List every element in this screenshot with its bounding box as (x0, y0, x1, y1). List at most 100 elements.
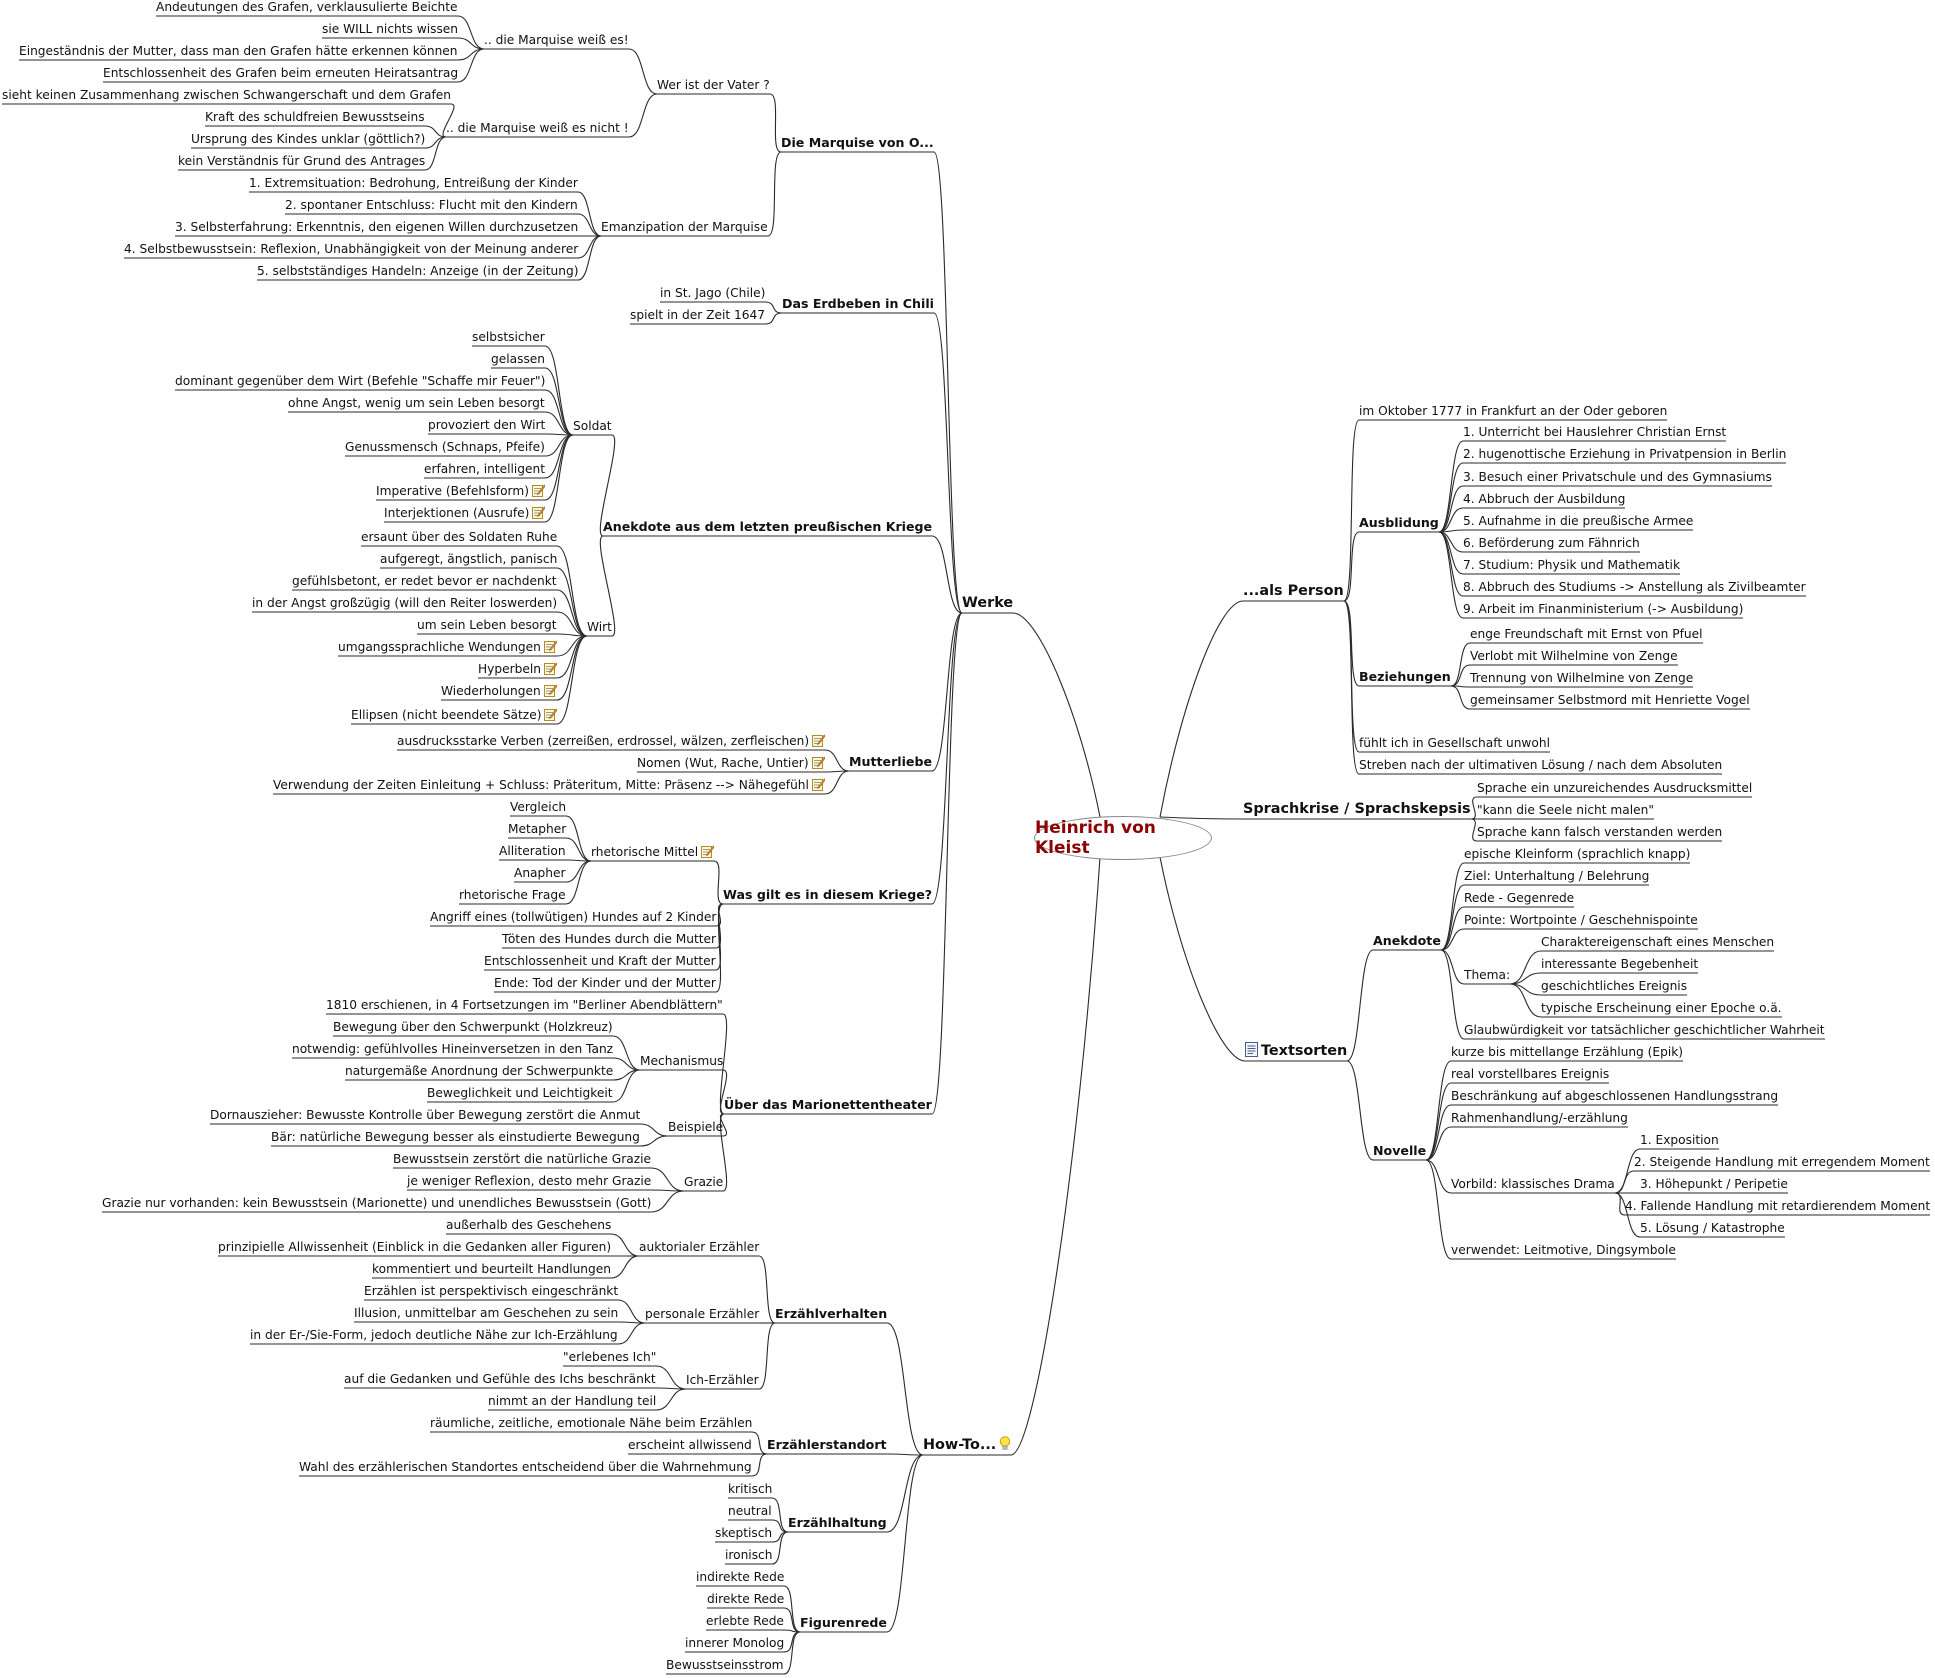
topic-wi9[interactable]: Ellipsen (nicht beendete Sätze) (351, 707, 558, 723)
topic-h1[interactable]: kritisch (728, 1481, 772, 1497)
topic-k1[interactable]: Angriff eines (tollwütigen) Hundes auf 2… (430, 909, 716, 925)
topic-howto[interactable]: How-To... (923, 1436, 1011, 1454)
topic-pers2[interactable]: ...als Person (1243, 582, 1344, 600)
topic-f1[interactable]: indirekte Rede (696, 1569, 784, 1585)
topic-no4[interactable]: Rahmenhandlung/-erzählung (1451, 1110, 1628, 1126)
topic-n1[interactable]: sieht keinen Zusammenhang zwischen Schwa… (2, 87, 451, 103)
topic-s1[interactable]: selbstsicher (472, 329, 545, 345)
topic-me2[interactable]: notwendig: gefühlvolles Hineinversetzen … (292, 1041, 613, 1057)
topic-no3[interactable]: Beschränkung auf abgeschlossenen Handlun… (1451, 1088, 1778, 1104)
topic-wi7[interactable]: Hyperbeln (478, 661, 558, 677)
topic-au5[interactable]: 5. Aufnahme in die preußische Armee (1463, 513, 1693, 529)
topic-k3[interactable]: Entschlossenheit und Kraft der Mutter (484, 953, 716, 969)
topic-anek2[interactable]: Anekdote (1373, 933, 1441, 949)
topic-e3[interactable]: 3. Selbsterfahrung: Erkenntnis, den eige… (175, 219, 578, 235)
topic-b1[interactable]: Dornauszieher: Bewusste Kontrolle über B… (210, 1107, 640, 1123)
topic-s6[interactable]: Genussmensch (Schnaps, Pfeife) (345, 439, 545, 455)
topic-w2[interactable]: sie WILL nichts wissen (322, 21, 458, 37)
topic-a3[interactable]: kommentiert und beurteilt Handlungen (372, 1261, 611, 1277)
topic-k4[interactable]: Ende: Tod der Kinder und der Mutter (494, 975, 716, 991)
topic-bz2[interactable]: Verlobt mit Wilhelmine von Zenge (1470, 648, 1678, 664)
topic-an1[interactable]: epische Kleinform (sprachlich knapp) (1464, 846, 1690, 862)
topic-s5[interactable]: provoziert den Wirt (428, 417, 545, 433)
topic-f2[interactable]: direkte Rede (707, 1591, 784, 1607)
topic-wi2[interactable]: aufgeregt, ängstlich, panisch (380, 551, 557, 567)
topic-h4[interactable]: ironisch (725, 1547, 772, 1563)
topic-es3[interactable]: Wahl des erzählerischen Standortes entsc… (299, 1459, 752, 1475)
topic-h3[interactable]: skeptisch (715, 1525, 772, 1541)
topic-emanz[interactable]: Emanzipation der Marquise (601, 219, 768, 235)
topic-wi3[interactable]: gefühlsbetont, er redet bevor er nachden… (292, 573, 557, 589)
topic-sp2[interactable]: "kann die Seele nicht malen" (1477, 802, 1654, 818)
topic-me1[interactable]: Bewegung über den Schwerpunkt (Holzkreuz… (333, 1019, 613, 1035)
topic-mutt[interactable]: Mutterliebe (849, 754, 932, 770)
topic-beis[interactable]: Beispiele (668, 1119, 723, 1135)
topic-wi6[interactable]: umgangssprachliche Wendungen (338, 639, 558, 655)
topic-bz3[interactable]: Trennung von Wilhelmine von Zenge (1470, 670, 1693, 686)
topic-es1[interactable]: räumliche, zeitliche, emotionale Nähe be… (430, 1415, 752, 1431)
topic-bz1[interactable]: enge Freundschaft mit Ernst von Pfuel (1470, 626, 1703, 642)
topic-r3[interactable]: Alliteration (499, 843, 566, 859)
topic-p1[interactable]: Erzählen ist perspektivisch eingeschränk… (364, 1283, 618, 1299)
topic-bez[interactable]: Beziehungen (1359, 669, 1451, 685)
topic-i3[interactable]: nimmt an der Handlung teil (488, 1393, 656, 1409)
topic-i2[interactable]: auf die Gedanken und Gefühle des Ichs be… (344, 1371, 656, 1387)
topic-an3[interactable]: Rede - Gegenrede (1464, 890, 1574, 906)
topic-r5[interactable]: rhetorische Frage (459, 887, 566, 903)
topic-wi8[interactable]: Wiederholungen (441, 683, 558, 699)
topic-mech[interactable]: Mechanismus (640, 1053, 723, 1069)
topic-werke[interactable]: Werke (962, 594, 1013, 612)
topic-r1[interactable]: Vergleich (510, 799, 566, 815)
topic-t3[interactable]: geschichtliches Ereignis (1541, 978, 1687, 994)
topic-e5[interactable]: 5. selbstständiges Handeln: Anzeige (in … (257, 263, 578, 279)
topic-erzs[interactable]: Erzählerstandort (767, 1437, 887, 1453)
topic-weiss[interactable]: .. die Marquise weiß es! (484, 32, 629, 48)
topic-nov[interactable]: Novelle (1373, 1143, 1426, 1159)
topic-wirt[interactable]: Wirt (587, 619, 612, 635)
topic-s7[interactable]: erfahren, intelligent (424, 461, 545, 477)
topic-au7[interactable]: 7. Studium: Physik und Mathematik (1463, 557, 1680, 573)
topic-s2[interactable]: gelassen (491, 351, 545, 367)
topic-no5[interactable]: verwendet: Leitmotive, Dingsymbole (1451, 1242, 1676, 1258)
topic-f4[interactable]: innerer Monolog (685, 1635, 784, 1651)
topic-e2[interactable]: 2. spontaner Entschluss: Flucht mit den … (285, 197, 578, 213)
topic-wi4[interactable]: in der Angst großzügig (will den Reiter … (252, 595, 557, 611)
topic-i1[interactable]: "erlebenes Ich" (563, 1349, 656, 1365)
topic-p2[interactable]: Illusion, unmittelbar am Geschehen zu se… (354, 1305, 618, 1321)
topic-wi5[interactable]: um sein Leben besorgt (417, 617, 557, 633)
topic-v5[interactable]: 5. Lösung / Katastrophe (1640, 1220, 1785, 1236)
topic-e4[interactable]: 4. Selbstbewusstsein: Reflexion, Unabhän… (124, 241, 578, 257)
topic-ap2[interactable]: Streben nach der ultimativen Lösung / na… (1359, 757, 1722, 773)
topic-v2[interactable]: 2. Steigende Handlung mit erregendem Mom… (1634, 1154, 1930, 1170)
topic-n2[interactable]: Kraft des schuldfreien Bewusstseins (205, 109, 425, 125)
topic-s8[interactable]: Imperative (Befehlsform) (376, 483, 546, 499)
topic-mar[interactable]: Über das Marionettentheater (724, 1097, 932, 1113)
topic-s4[interactable]: ohne Angst, wenig um sein Leben besorgt (288, 395, 545, 411)
topic-n3[interactable]: Ursprung des Kindes unklar (göttlich?) (191, 131, 425, 147)
topic-w3[interactable]: Eingeständnis der Mutter, dass man den G… (19, 43, 458, 59)
topic-pers[interactable]: personale Erzähler (645, 1306, 759, 1322)
topic-t2[interactable]: interessante Begebenheit (1541, 956, 1698, 972)
topic-erzh[interactable]: Erzählhaltung (788, 1515, 887, 1531)
topic-v1[interactable]: 1. Exposition (1640, 1132, 1719, 1148)
topic-es2[interactable]: erscheint allwissend (628, 1437, 752, 1453)
topic-r4[interactable]: Anapher (514, 865, 566, 881)
topic-au1[interactable]: 1. Unterricht bei Hauslehrer Christian E… (1463, 424, 1726, 440)
topic-me3[interactable]: naturgemäße Anordnung der Schwerpunkte (345, 1063, 613, 1079)
topic-s3[interactable]: dominant gegenüber dem Wirt (Befehle "Sc… (175, 373, 545, 389)
topic-v3[interactable]: 3. Höhepunkt / Peripetie (1640, 1176, 1788, 1192)
topic-ap1[interactable]: fühlt ich in Gesellschaft unwohl (1359, 735, 1550, 751)
topic-m2[interactable]: Nomen (Wut, Rache, Untier) (637, 755, 825, 771)
topic-au4[interactable]: 4. Abbruch der Ausbildung (1463, 491, 1625, 507)
topic-au6[interactable]: 6. Beförderung zum Fähnrich (1463, 535, 1640, 551)
topic-k2[interactable]: Töten des Hundes durch die Mutter (502, 931, 716, 947)
topic-au3[interactable]: 3. Besuch einer Privatschule und des Gym… (1463, 469, 1772, 485)
topic-a2[interactable]: prinzipielle Allwissenheit (Einblick in … (218, 1239, 611, 1255)
topic-a1[interactable]: außerhalb des Geschehens (446, 1217, 611, 1233)
topic-rhet[interactable]: rhetorische Mittel (591, 844, 715, 860)
topic-n4[interactable]: kein Verständnis für Grund des Antrages (178, 153, 425, 169)
topic-au9[interactable]: 9. Arbeit im Finanministerium (-> Ausbil… (1463, 601, 1743, 617)
topic-anek[interactable]: Anekdote aus dem letzten preußischen Kri… (603, 519, 932, 535)
topic-p3[interactable]: in der Er-/Sie-Form, jedoch deutliche Nä… (250, 1327, 618, 1343)
topic-au2[interactable]: 2. hugenottische Erziehung in Privatpens… (1463, 446, 1786, 462)
